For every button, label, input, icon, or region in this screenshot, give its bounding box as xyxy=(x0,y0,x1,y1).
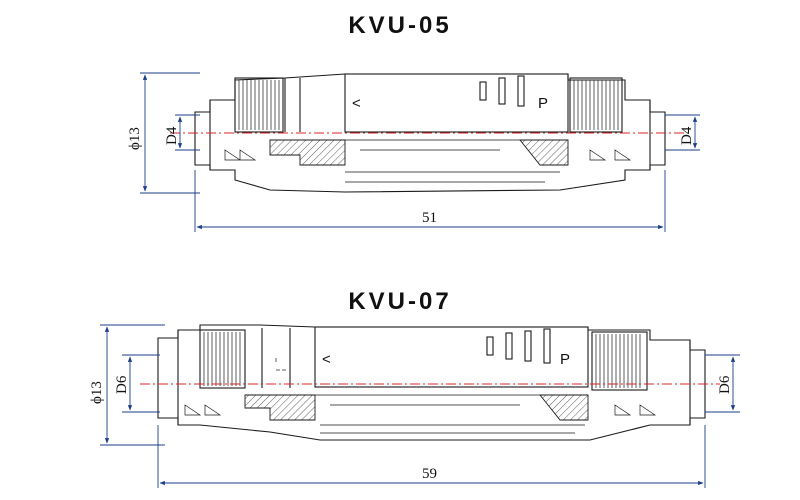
letter-symbol: P xyxy=(538,95,548,112)
port-right-label: D4 xyxy=(679,126,695,145)
arrow-symbol: < xyxy=(322,351,331,368)
length-label: 59 xyxy=(422,466,437,482)
connector-kvu07: < P xyxy=(140,324,720,441)
dimensions-kvu07: ϕ13 D6 D6 59 xyxy=(89,324,740,488)
drawing-title-kvu05: KVU-05 xyxy=(348,12,452,39)
diameter-label: ϕ13 xyxy=(89,381,105,404)
length-label: 51 xyxy=(422,210,437,226)
drawing-title-kvu07: KVU-07 xyxy=(348,288,452,315)
letter-symbol: P xyxy=(560,351,570,368)
knurled-nut-left xyxy=(234,77,284,133)
knurled-nut-right xyxy=(569,77,623,133)
arrow-symbol: < xyxy=(352,95,361,112)
port-right-label: D6 xyxy=(717,375,733,394)
dot-marks xyxy=(275,358,286,371)
connector-kvu05: < P xyxy=(170,73,690,193)
dimensions-kvu05: ϕ13 D4 D4 51 xyxy=(127,72,700,232)
knurled-nut-left xyxy=(199,329,246,389)
port-left-label: D6 xyxy=(114,375,130,394)
indicator-slots xyxy=(479,75,525,107)
diameter-label: ϕ13 xyxy=(127,127,143,150)
indicator-slots xyxy=(486,328,551,364)
port-left-label: D4 xyxy=(164,126,180,145)
knurled-nut-right xyxy=(591,331,648,391)
